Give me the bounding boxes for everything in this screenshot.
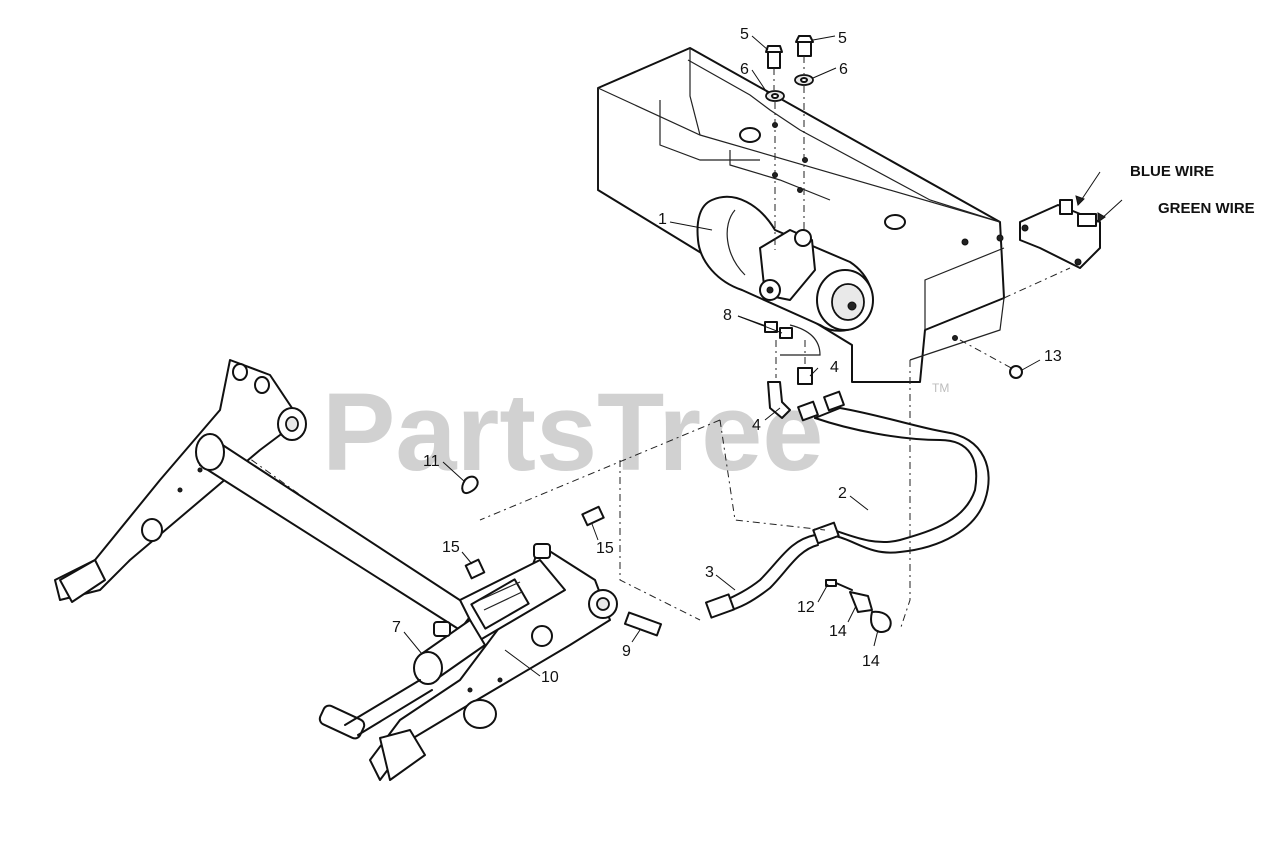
- blue-wire-label: BLUE WIRE: [1130, 163, 1214, 180]
- callout-9: 9: [622, 643, 631, 660]
- callout-4-lower: 4: [752, 417, 761, 434]
- hydraulic-hoses: [704, 407, 990, 619]
- callout-15-right: 15: [596, 540, 614, 557]
- callout-6-left: 6: [740, 61, 749, 78]
- callout-10: 10: [541, 669, 559, 686]
- callout-7: 7: [392, 619, 401, 636]
- watermark-trademark: TM: [932, 381, 949, 395]
- watermark: PartsTree TM: [322, 371, 949, 494]
- callout-14-lower: 14: [862, 653, 880, 670]
- callout-labels: 1 2 3 4 4 5 5 6 6 7 8 9 10 11 12 13: [392, 26, 1255, 686]
- callout-5-right: 5: [838, 30, 847, 47]
- mount-bolts: [765, 35, 814, 250]
- solenoid-switch: [1019, 171, 1123, 269]
- lift-arm-frame: [54, 359, 618, 781]
- watermark-text: PartsTree: [322, 371, 823, 494]
- cylinder-fittings: [461, 475, 663, 637]
- clamp-hardware: [825, 579, 892, 633]
- callout-8: 8: [723, 307, 732, 324]
- callout-15-left: 15: [442, 539, 460, 556]
- callout-2: 2: [838, 485, 847, 502]
- callout-1: 1: [658, 211, 667, 228]
- callout-5-left: 5: [740, 26, 749, 43]
- pump-motor: [696, 195, 874, 356]
- callout-4-upper: 4: [830, 359, 839, 376]
- callout-12: 12: [797, 599, 815, 616]
- callout-6-right: 6: [839, 61, 848, 78]
- mounting-bracket: [597, 47, 1071, 383]
- callout-11: 11: [423, 453, 440, 470]
- hydraulic-cylinder: [344, 543, 566, 736]
- callout-3: 3: [705, 564, 714, 581]
- callout-14-upper: 14: [829, 623, 847, 640]
- green-wire-label: GREEN WIRE: [1158, 200, 1255, 217]
- callout-13: 13: [1044, 348, 1062, 365]
- pump-fittings: [764, 321, 845, 422]
